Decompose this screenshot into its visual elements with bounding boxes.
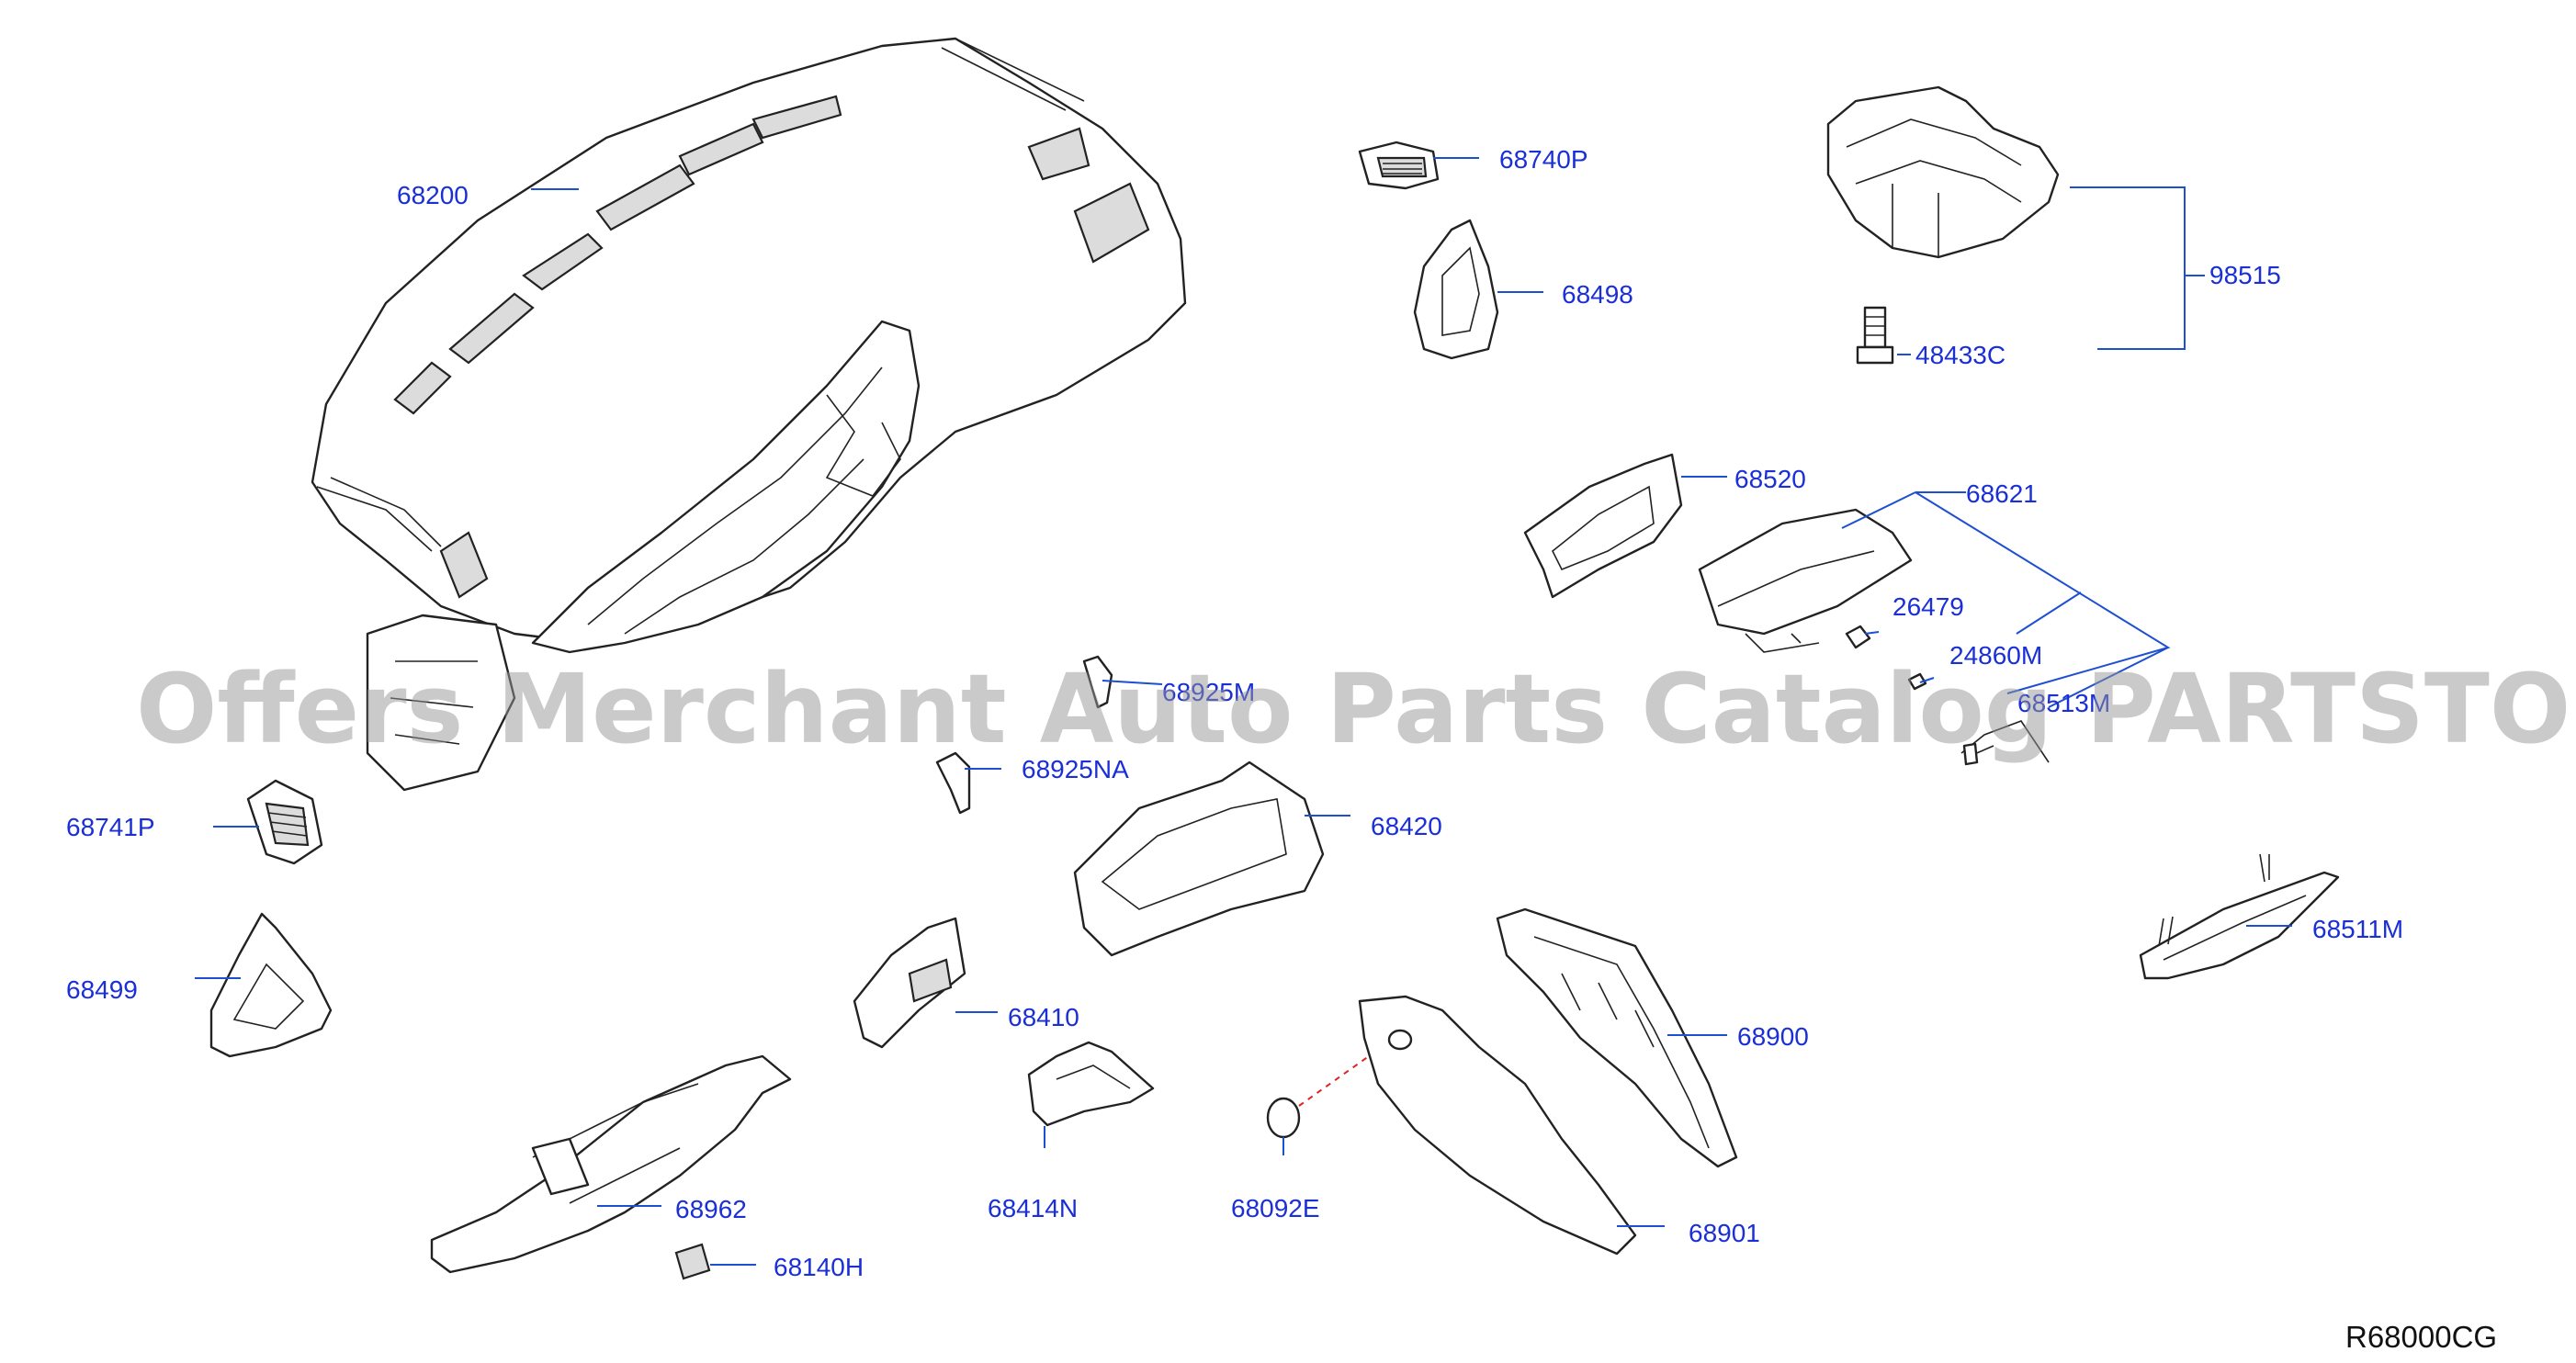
bracket-98515-part[interactable] bbox=[1826, 85, 2060, 259]
label-24860m[interactable]: 24860M bbox=[1949, 641, 2042, 670]
lid-trim-68511m-part[interactable] bbox=[2139, 853, 2340, 980]
label-68414n[interactable]: 68414N bbox=[988, 1194, 1078, 1222]
label-68140h[interactable]: 68140H bbox=[774, 1253, 864, 1281]
harness-68513m-part[interactable] bbox=[1960, 720, 2050, 766]
bracket-68925m-part[interactable] bbox=[1082, 655, 1113, 709]
trim-68499-part[interactable] bbox=[209, 912, 333, 1058]
watermark: Offers Merchant Auto Parts Catalog PARTS… bbox=[136, 653, 2576, 765]
label-68901[interactable]: 68901 bbox=[1689, 1219, 1760, 1247]
label-68410[interactable]: 68410 bbox=[1008, 1003, 1079, 1031]
bolt-48433c-part[interactable] bbox=[1856, 306, 1894, 365]
label-68900[interactable]: 68900 bbox=[1737, 1022, 1809, 1051]
cluster-lid-68420-part[interactable] bbox=[1073, 760, 1325, 957]
diagram-code: R68000CG bbox=[2345, 1320, 2497, 1354]
instrument-panel-part[interactable] bbox=[311, 37, 1187, 792]
label-68499[interactable]: 68499 bbox=[66, 975, 138, 1004]
leader-lines bbox=[195, 157, 2292, 1266]
lower-panel-68410-part[interactable] bbox=[853, 917, 966, 1049]
label-68740p[interactable]: 68740P bbox=[1499, 145, 1588, 174]
label-68962[interactable]: 68962 bbox=[675, 1195, 747, 1223]
vent-68740p-part[interactable] bbox=[1358, 141, 1440, 190]
label-68925na[interactable]: 68925NA bbox=[1022, 755, 1129, 783]
label-26479[interactable]: 26479 bbox=[1892, 592, 1964, 621]
label-68092e[interactable]: 68092E bbox=[1231, 1194, 1320, 1222]
label-48433c[interactable]: 48433C bbox=[1915, 341, 2005, 369]
clip-26479-part[interactable] bbox=[1845, 625, 1871, 649]
label-68621[interactable]: 68621 bbox=[1966, 479, 2038, 508]
trim-68498-part[interactable] bbox=[1413, 219, 1499, 360]
vent-68741p-part[interactable] bbox=[246, 779, 323, 865]
grommet-68092e-part[interactable] bbox=[1266, 1097, 1301, 1139]
pad-68140h-part[interactable] bbox=[674, 1243, 711, 1280]
label-68520[interactable]: 68520 bbox=[1734, 465, 1806, 493]
label-68200[interactable]: 68200 bbox=[397, 181, 469, 209]
assembly-guide-line bbox=[1298, 1037, 1395, 1107]
glove-box-68900-part[interactable] bbox=[1496, 907, 1738, 1168]
clip-24860m-part[interactable] bbox=[1907, 672, 1927, 691]
label-68498[interactable]: 68498 bbox=[1562, 280, 1633, 309]
label-98515[interactable]: 98515 bbox=[2209, 261, 2281, 289]
label-68741p[interactable]: 68741P bbox=[66, 813, 155, 841]
bracket-68925na-part[interactable] bbox=[935, 751, 971, 815]
module-68621-part[interactable] bbox=[1698, 508, 1913, 653]
lid-panel-68901-part[interactable] bbox=[1358, 995, 1637, 1256]
bezel-68520-part[interactable] bbox=[1523, 453, 1683, 599]
lower-cover-68962-part[interactable] bbox=[430, 1054, 792, 1274]
label-68511m[interactable]: 68511M bbox=[2312, 915, 2403, 943]
label-68420[interactable]: 68420 bbox=[1371, 812, 1442, 840]
label-68513m[interactable]: 68513M bbox=[2017, 689, 2110, 717]
bracket-68414n-part[interactable] bbox=[1027, 1041, 1155, 1127]
label-68925m[interactable]: 68925M bbox=[1162, 678, 1255, 706]
